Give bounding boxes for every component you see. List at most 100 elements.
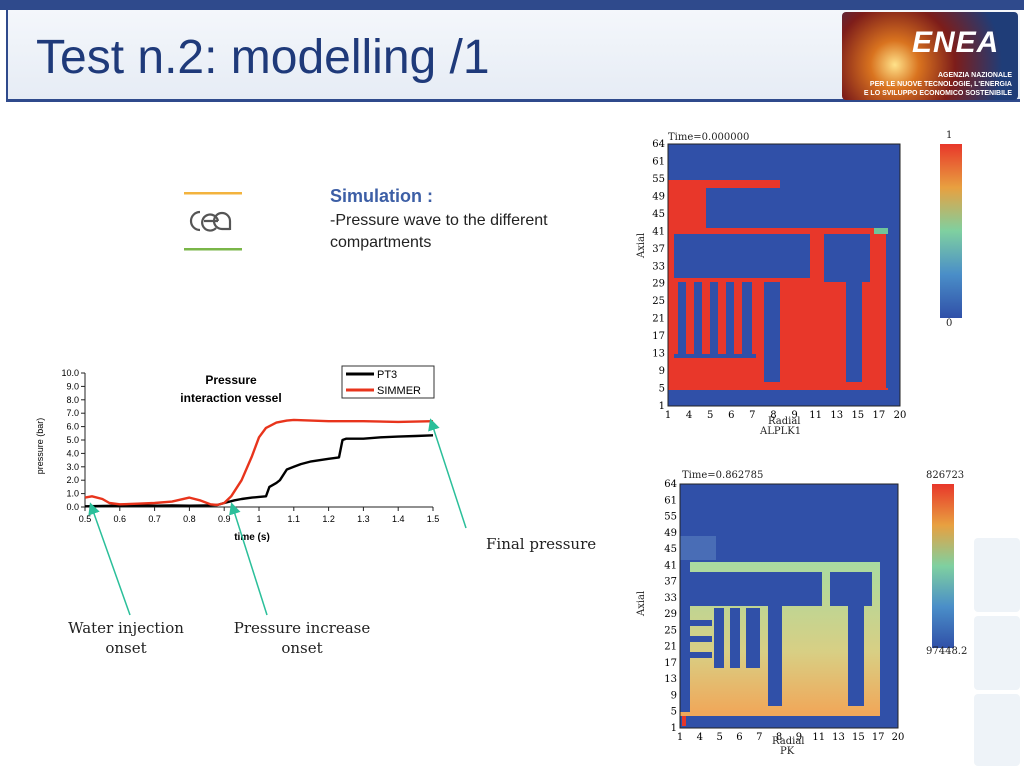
heatmap-xtick-label: 20 xyxy=(892,732,905,743)
heatmap-alplk1-field xyxy=(668,144,900,406)
heatmap-pk-frame xyxy=(679,483,899,729)
heatmap-ytick-label: 37 xyxy=(664,577,677,588)
heatmap-ytick-label: 41 xyxy=(652,226,665,237)
heatmap-alplk1-colorbar xyxy=(940,144,962,318)
pressure-chart-xlabel: time (s) xyxy=(234,532,270,543)
heatmap-ytick-label: 49 xyxy=(664,528,677,539)
note-water-injection-line1: Water injection xyxy=(68,619,184,637)
note-final-pressure: Final pressure xyxy=(486,535,597,553)
pressure-chart-ytick-label: 6.0 xyxy=(66,422,79,432)
pressure-chart-title-2: interaction vessel xyxy=(180,391,281,405)
heatmap-ytick-label: 9 xyxy=(671,690,677,701)
pressure-chart-xtick-label: 1.3 xyxy=(357,514,370,524)
pressure-chart-xtick-label: 1.2 xyxy=(322,514,335,524)
simulation-line-1: -Pressure wave to the different xyxy=(330,212,548,229)
pressure-chart-legend: PT3 SIMMER xyxy=(341,365,435,399)
pressure-chart-xtick-label: 1.1 xyxy=(288,514,301,524)
pressure-chart-xtick-label: 0.9 xyxy=(218,514,231,524)
heatmap-xtick-label: 13 xyxy=(832,732,845,743)
heatmap-xtick-label: 17 xyxy=(873,410,886,421)
note-water-injection-line2: onset xyxy=(105,639,147,657)
pressure-chart-ytick-label: 1.0 xyxy=(66,489,79,499)
heatmap-xtick-label: 13 xyxy=(830,410,843,421)
pressure-chart-ytick-label: 0.0 xyxy=(66,502,79,512)
heatmap-xtick-label: 9 xyxy=(796,732,802,743)
pressure-chart-xtick-label: 0.6 xyxy=(114,514,127,524)
heatmap-ytick-label: 33 xyxy=(652,261,665,272)
heatmap-ytick-label: 61 xyxy=(664,495,677,506)
cea-logo-letters xyxy=(189,210,232,232)
heatmap-ytick-label: 37 xyxy=(652,244,665,255)
simulation-heading: Simulation : xyxy=(330,186,433,206)
pressure-chart-ytick-label: 3.0 xyxy=(66,462,79,472)
series-pt3-line xyxy=(84,434,434,508)
heatmap-ytick-label: 29 xyxy=(652,279,665,290)
heatmap-pk-cbar-min: 97448.2 xyxy=(926,646,968,657)
heatmap-pk-panel: Time=0.862785 xyxy=(620,466,980,766)
pressure-chart-xtick-label: 0.7 xyxy=(148,514,161,524)
heatmap-xtick-label: 20 xyxy=(894,410,907,421)
enea-logo: ENEA AGENZIA NAZIONALE PER LE NUOVE TECN… xyxy=(842,12,1018,100)
pressure-chart-ylabel: pressure (bar) xyxy=(35,418,45,475)
pressure-chart-xtick-label: 0.8 xyxy=(183,514,196,524)
page-title: Test n.2: modelling /1 xyxy=(36,31,490,84)
heatmap-xtick-label: 1 xyxy=(665,410,671,421)
heatmap-pk-ylabel: Axial xyxy=(636,590,647,616)
simulation-line-2: compartments xyxy=(330,234,432,251)
heatmap-alplk1-ylabel: Axial xyxy=(636,232,647,258)
heatmap-ytick-label: 61 xyxy=(652,156,665,167)
heatmap-xtick-label: 5 xyxy=(716,732,722,743)
note-pressure-increase-line1: Pressure increase xyxy=(233,619,371,637)
side-decor-1 xyxy=(974,538,1020,612)
heatmap-ytick-label: 29 xyxy=(664,609,677,620)
side-decor-2 xyxy=(974,616,1020,690)
heatmap-ytick-label: 1 xyxy=(659,401,665,412)
heatmap-xtick-label: 15 xyxy=(852,732,865,743)
pressure-chart-ytick-label: 5.0 xyxy=(66,435,79,445)
heatmap-ytick-label: 17 xyxy=(652,331,665,342)
heatmap-pk-cbar-max: 826723 xyxy=(926,470,965,481)
heatmap-ytick-label: 9 xyxy=(659,366,665,377)
heatmap-ytick-label: 49 xyxy=(652,191,665,202)
heatmap-xtick-label: 8 xyxy=(770,410,776,421)
pressure-chart-xtick-label: 0.5 xyxy=(79,514,92,524)
pressure-chart-xtick-label: 1.5 xyxy=(427,514,440,524)
heatmap-ytick-label: 25 xyxy=(664,625,677,636)
heatmap-xtick-label: 7 xyxy=(756,732,762,743)
heatmap-xtick-label: 17 xyxy=(872,732,885,743)
heatmap-ytick-label: 64 xyxy=(652,139,665,150)
heatmap-alplk1-cbar-min: 0 xyxy=(946,318,953,329)
heatmap-ytick-label: 64 xyxy=(664,479,677,490)
pressure-chart-title-1: Pressure xyxy=(205,373,257,387)
legend-simmer-label: SIMMER xyxy=(377,385,421,397)
heatmap-ytick-label: 21 xyxy=(664,642,677,653)
heatmap-xtick-label: 7 xyxy=(749,410,755,421)
heatmap-xtick-label: 5 xyxy=(707,410,713,421)
series-simmer-line xyxy=(84,418,434,507)
heatmap-ytick-label: 1 xyxy=(671,723,677,734)
heatmap-xtick-label: 15 xyxy=(851,410,864,421)
heatmap-ytick-label: 55 xyxy=(652,174,665,185)
pressure-chart-ytick-label: 2.0 xyxy=(66,475,79,485)
heatmap-ytick-label: 21 xyxy=(652,314,665,325)
heatmap-ytick-label: 33 xyxy=(664,593,677,604)
side-decor-3 xyxy=(974,694,1020,766)
heatmap-xtick-label: 8 xyxy=(776,732,782,743)
heatmap-pk-xlabel: Radial xyxy=(772,736,805,747)
pressure-chart-xtick-label: 1 xyxy=(256,514,261,524)
heatmap-xtick-label: 4 xyxy=(686,410,692,421)
heatmap-ytick-label: 25 xyxy=(652,296,665,307)
heatmap-xtick-label: 1 xyxy=(677,732,683,743)
heatmap-ytick-label: 17 xyxy=(664,658,677,669)
heatmap-alplk1-cbar-max: 1 xyxy=(946,130,953,141)
legend-pt3-label: PT3 xyxy=(377,369,397,381)
pressure-chart-series xyxy=(84,418,434,508)
heatmap-ytick-label: 5 xyxy=(671,707,677,718)
